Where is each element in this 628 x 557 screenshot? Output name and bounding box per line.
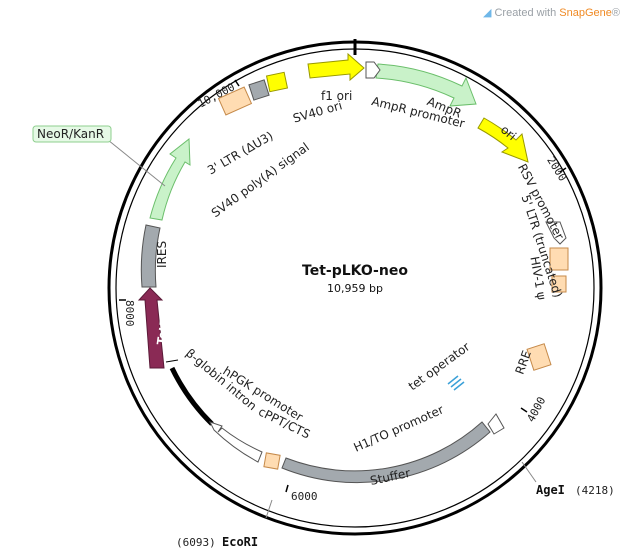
plasmid-name: Tet-pLKO-neo (302, 263, 408, 279)
agei-label: AgeI (536, 483, 565, 497)
stuffer-segment (281, 421, 491, 484)
hiv-psi-box (551, 275, 567, 293)
ori-arrow (477, 117, 529, 163)
f1-ori-label: f1 ori (321, 89, 352, 103)
plasmid-length: 10,959 bp (327, 282, 383, 295)
rre-box (526, 343, 552, 371)
rre-label: RRE (513, 349, 534, 377)
tick-4000-mark (520, 407, 528, 413)
sv40-ori-label: SV40 ori (291, 98, 343, 125)
ires-label: IRES (155, 241, 169, 268)
tick-6000-mark (285, 484, 289, 493)
tetr-arrow (137, 287, 165, 369)
ltr5-box (549, 247, 569, 271)
agei-position: (4218) (575, 484, 615, 497)
sv40-ori-box (265, 71, 289, 93)
h1to-label: H1/TO promoter (351, 402, 445, 454)
ecori-leader (265, 499, 273, 519)
hpgk-arrow (209, 421, 263, 463)
tetr-label: TetR (155, 316, 172, 345)
ltr3-box (217, 86, 253, 116)
tick-2000-mark (559, 167, 567, 173)
credit-prefix: Created with (494, 7, 560, 19)
credit-reg: ® (611, 7, 620, 19)
ecori-label: EcoRI (222, 535, 258, 549)
tick-8000-label: 8000 (123, 300, 136, 327)
neor-arrow (149, 137, 191, 221)
sv40-polya-box (248, 79, 270, 101)
snapgene-logo-icon: ◢ (482, 7, 492, 19)
sv40-polya-label: SV40 poly(A) signal (209, 140, 312, 220)
ampr-arrow (375, 63, 477, 107)
neor-callout-box (32, 125, 112, 143)
tick-6000-label: 6000 (291, 490, 318, 503)
tet-operator-mark (447, 375, 465, 391)
neor-label: NeoR/KanR (37, 127, 104, 141)
beta-globin-bar (169, 366, 214, 426)
tick-4000-label: 4000 (524, 395, 548, 425)
ires-segment (140, 224, 161, 288)
ampr-promoter-arrow (365, 61, 381, 79)
cppt-box (263, 452, 281, 470)
f1-ori-arrow (307, 52, 365, 82)
h1to-arrow (487, 413, 505, 435)
ecori-position: (6093) (176, 536, 216, 549)
agei-leader (521, 461, 537, 483)
neor-leader (107, 139, 166, 187)
tet-operator-label: tet operator (406, 340, 473, 394)
stuffer-label: Stuffer (369, 466, 412, 488)
beta-globin-start-mark (165, 359, 179, 363)
snapgene-credit: ◢ Created with SnapGene® (483, 6, 620, 19)
tick-10000-mark (234, 79, 240, 87)
rsv-promoter-arrow (545, 221, 567, 245)
credit-brand: SnapGene (559, 7, 612, 19)
